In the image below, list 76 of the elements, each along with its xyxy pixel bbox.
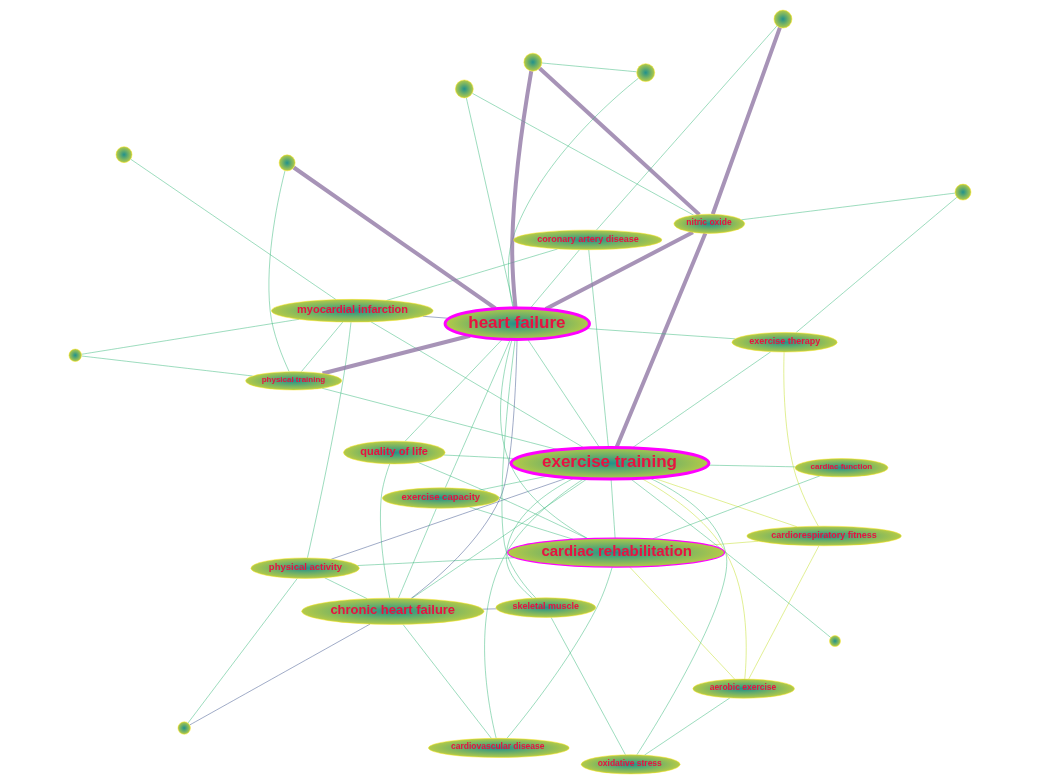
connector bbox=[402, 624, 492, 739]
node-circle bbox=[773, 9, 793, 29]
node-ellipse: cardiovascular disease bbox=[428, 738, 570, 758]
node-circle bbox=[523, 52, 543, 72]
connector bbox=[324, 577, 368, 600]
connector bbox=[527, 339, 600, 448]
connector bbox=[410, 339, 518, 599]
node-circle bbox=[636, 63, 655, 82]
connector bbox=[469, 506, 574, 540]
connector bbox=[530, 249, 580, 309]
connector bbox=[541, 62, 637, 73]
connector bbox=[500, 339, 589, 539]
connector bbox=[596, 25, 778, 231]
connector bbox=[550, 617, 626, 756]
node-ellipse: physical activity bbox=[250, 557, 360, 579]
node-ellipse: oxidative stress bbox=[580, 754, 681, 775]
node-ellipse: cardiac rehabilitation bbox=[507, 537, 726, 568]
connector bbox=[510, 70, 534, 308]
connector bbox=[322, 333, 471, 376]
connector bbox=[444, 339, 511, 489]
connector bbox=[301, 321, 344, 372]
node-ellipse: cardiac function bbox=[794, 458, 889, 478]
node-circle bbox=[954, 183, 972, 201]
connector bbox=[630, 478, 831, 638]
node-circle bbox=[68, 348, 82, 362]
connector bbox=[538, 66, 701, 217]
connector bbox=[482, 608, 497, 610]
node-ellipse: physical training bbox=[245, 371, 343, 391]
node-circle bbox=[177, 721, 191, 735]
connector bbox=[418, 462, 588, 539]
connector bbox=[130, 158, 337, 300]
node-ellipse: exercise therapy bbox=[731, 332, 838, 353]
node-circle bbox=[829, 635, 841, 647]
connector bbox=[644, 697, 731, 756]
connector bbox=[783, 351, 819, 527]
connector bbox=[652, 475, 821, 540]
node-ellipse: aerobic exercise bbox=[692, 678, 795, 699]
connector bbox=[189, 623, 371, 726]
connector bbox=[472, 93, 694, 216]
connector bbox=[544, 230, 694, 311]
connector bbox=[370, 321, 585, 449]
connector bbox=[398, 508, 437, 599]
node-ellipse: chronic heart failure bbox=[301, 597, 485, 625]
node-ellipse: heart failure bbox=[443, 306, 591, 341]
node-ellipse: cardiorespiratory fitness bbox=[746, 525, 902, 546]
node-ellipse: exercise training bbox=[509, 445, 711, 481]
node-ellipse: coronary artery disease bbox=[513, 229, 663, 250]
node-ellipse: skeletal muscle bbox=[495, 597, 596, 618]
node-ellipse: myocardial infarction bbox=[271, 299, 434, 323]
connector bbox=[748, 545, 820, 680]
connector bbox=[629, 566, 736, 680]
connector bbox=[506, 566, 613, 739]
connector bbox=[636, 477, 728, 756]
connector bbox=[380, 463, 391, 599]
connector bbox=[741, 192, 956, 221]
node-circle bbox=[278, 154, 296, 172]
node-circle bbox=[455, 79, 474, 99]
node-ellipse: exercise capacity bbox=[382, 487, 500, 509]
connector bbox=[795, 196, 958, 333]
connector bbox=[411, 478, 588, 599]
connector bbox=[710, 26, 782, 215]
connector bbox=[187, 578, 298, 724]
connector bbox=[632, 351, 772, 448]
node-ellipse: quality of life bbox=[343, 440, 446, 465]
node-circle bbox=[115, 146, 133, 163]
node-ellipse: nitric oxide bbox=[673, 213, 745, 234]
connector bbox=[501, 339, 536, 599]
connector bbox=[708, 464, 796, 468]
connector bbox=[357, 557, 515, 566]
connector bbox=[81, 355, 253, 377]
connector bbox=[588, 249, 609, 448]
connector bbox=[508, 77, 639, 308]
connector bbox=[404, 339, 503, 442]
connector bbox=[443, 454, 516, 459]
connector bbox=[307, 321, 352, 559]
connector bbox=[268, 170, 290, 372]
